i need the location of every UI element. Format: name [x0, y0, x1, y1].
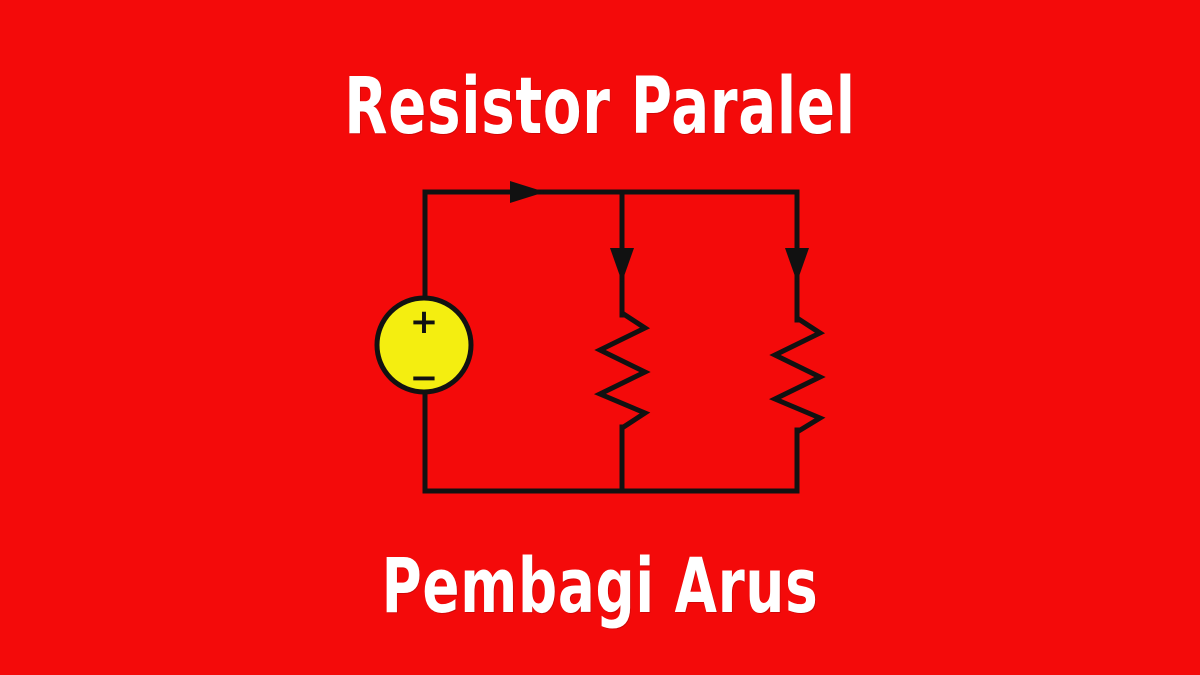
wire-left-top — [422, 189, 800, 323]
plus-symbol: + — [410, 302, 439, 342]
wire-bottom — [422, 392, 800, 494]
minus-symbol: − — [410, 358, 439, 398]
current-arrow-icon — [510, 181, 545, 203]
diagram-subtitle: Pembagi Arus — [381, 541, 819, 630]
resistor-icon — [768, 315, 826, 435]
resistor-icon — [593, 310, 651, 431]
current-arrow-icon — [610, 248, 634, 282]
diagram-title: Resistor Paralel — [344, 62, 856, 152]
current-arrow-icon — [785, 248, 809, 282]
voltage-source-icon: + − — [374, 295, 474, 398]
